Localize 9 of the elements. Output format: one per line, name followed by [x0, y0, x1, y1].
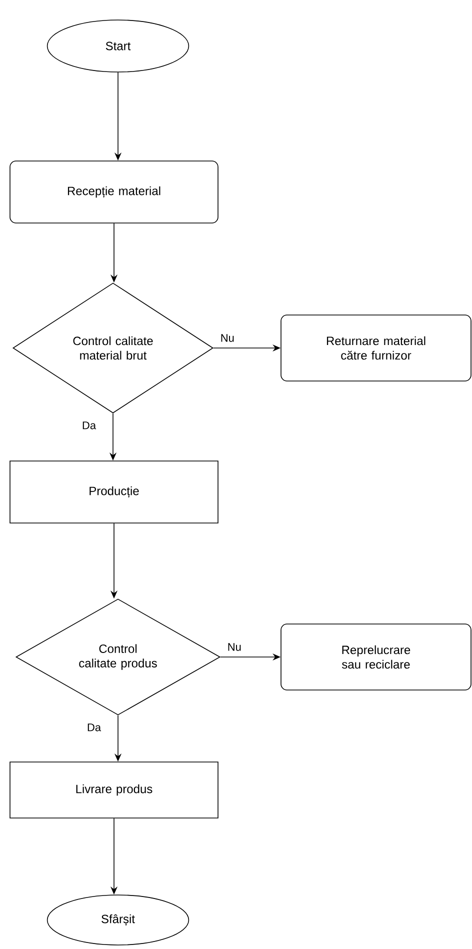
process-box: Livrare produs [10, 762, 218, 818]
process-box: Recepție material [10, 160, 218, 224]
edge-label: Nu [226, 642, 242, 652]
process-box: Returnare material către furnizor [280, 314, 472, 382]
edge-label: Da [86, 722, 102, 732]
edge-label: Nu [219, 333, 236, 343]
edge-label: Da [80, 420, 98, 430]
process-box: Producție [10, 460, 218, 524]
process-box: Reprelucrare sau reciclare [280, 624, 472, 690]
